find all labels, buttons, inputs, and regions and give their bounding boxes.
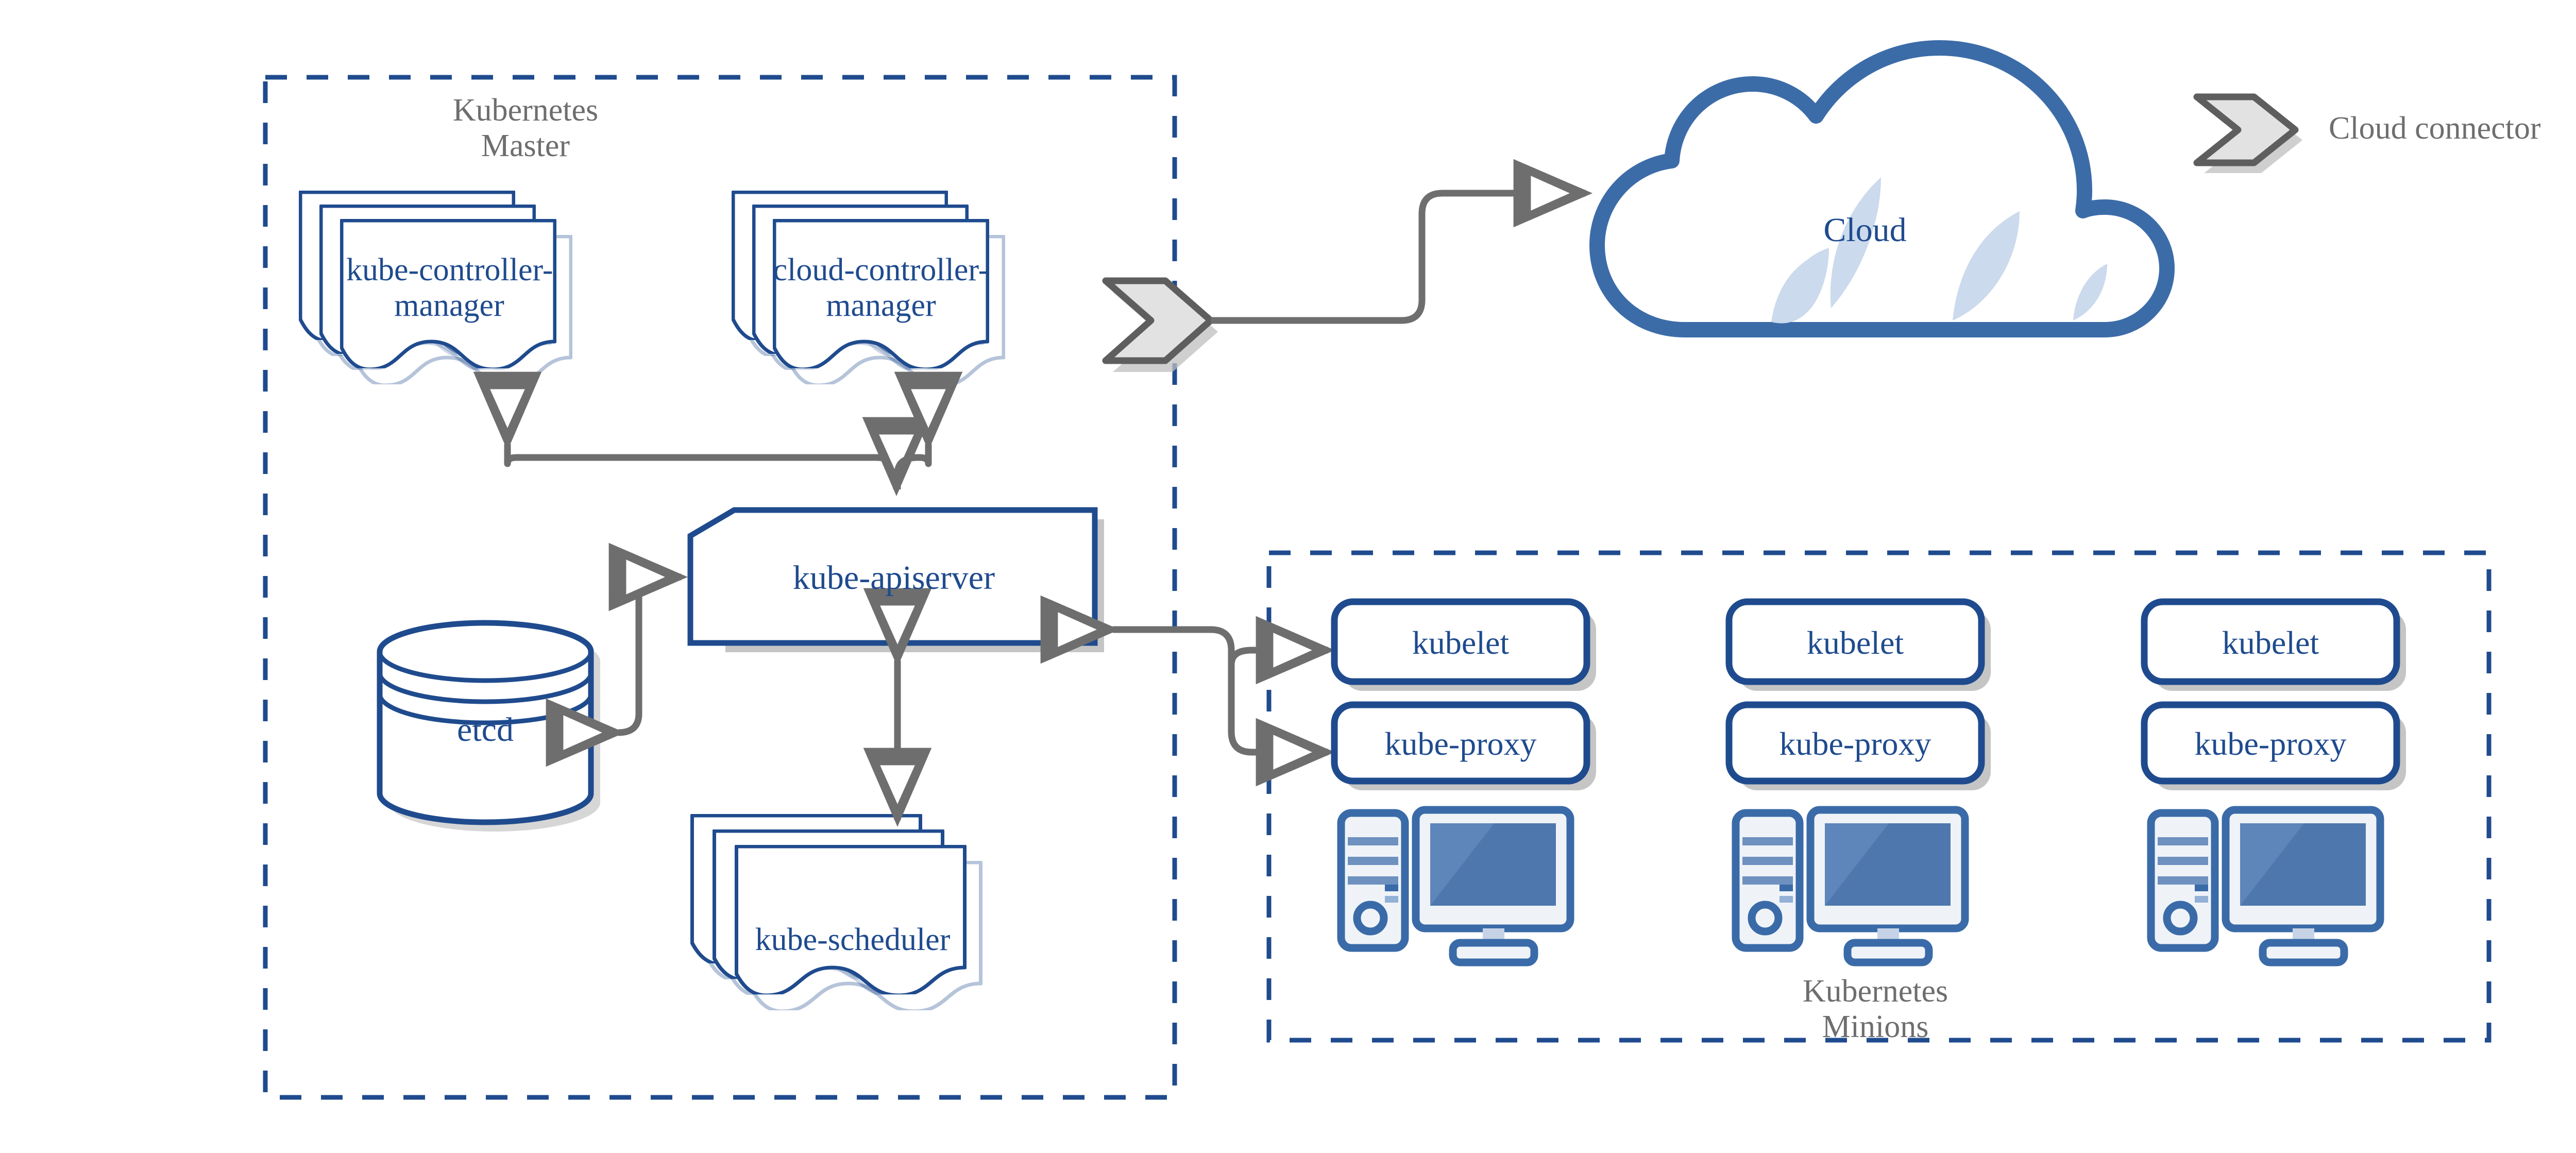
kube-proxy-label-1: kube-proxy xyxy=(1384,725,1537,762)
kubelet-box-1 xyxy=(1331,598,1590,685)
kube-proxy-label-3: kube-proxy xyxy=(2194,725,2347,762)
kubelet-label-2: kubelet xyxy=(1806,624,1904,661)
cloud-label: Cloud xyxy=(1823,211,1907,249)
kube-apiserver-shape xyxy=(687,507,1104,652)
kube-proxy-box-1 xyxy=(1331,701,1590,785)
arrow-etcd-apiserver xyxy=(546,542,688,767)
kubernetes-master-zone xyxy=(263,75,1177,1100)
kube-proxy-box-3 xyxy=(2141,701,2400,785)
node-3 xyxy=(2141,598,2406,967)
kubelet-box-3 xyxy=(2141,598,2400,685)
arrow-apiserver-to-kubelet xyxy=(1228,616,1335,685)
cloud-controller-manager-label: cloud-controller- manager xyxy=(773,252,989,324)
kubernetes-minions-zone xyxy=(1266,550,2492,1043)
arrow-apiserver-from-nodes xyxy=(1040,595,1335,787)
arrow-ccm-to-cloud xyxy=(1211,159,1593,324)
kubernetes-master-label: Kubernetes Master xyxy=(452,93,599,164)
desktop-computer-icon-3 xyxy=(2147,806,2384,967)
kubelet-label-1: kubelet xyxy=(1412,624,1510,661)
kubelet-label-3: kubelet xyxy=(2222,624,2319,661)
kubernetes-minions-label: Kubernetes Minions xyxy=(1802,974,1948,1045)
cloud-shape xyxy=(1589,40,2175,337)
node-1 xyxy=(1331,598,1596,967)
kube-scheduler-label: kube-scheduler xyxy=(755,922,951,957)
kube-apiserver-label: kube-apiserver xyxy=(792,559,995,597)
legend-cloud-connector-icon xyxy=(2193,93,2302,173)
kube-proxy-label-2: kube-proxy xyxy=(1779,725,1931,762)
etcd-label: etcd xyxy=(457,711,514,749)
kube-proxy-box-2 xyxy=(1725,701,1985,785)
kubelet-box-2 xyxy=(1725,598,1985,685)
arrow-controllers-bus xyxy=(473,371,931,497)
arrow-ccm-to-bus xyxy=(894,371,963,489)
legend-label: Cloud connector xyxy=(2329,111,2541,146)
desktop-computer-icon-1 xyxy=(1337,806,1574,967)
kube-controller-manager-label: kube-controller- manager xyxy=(346,252,553,324)
cloud-connector-icon xyxy=(1102,277,1218,372)
node-2 xyxy=(1725,598,1991,967)
kube-scheduler-shape xyxy=(692,816,981,1011)
desktop-computer-icon-2 xyxy=(1732,806,1969,967)
